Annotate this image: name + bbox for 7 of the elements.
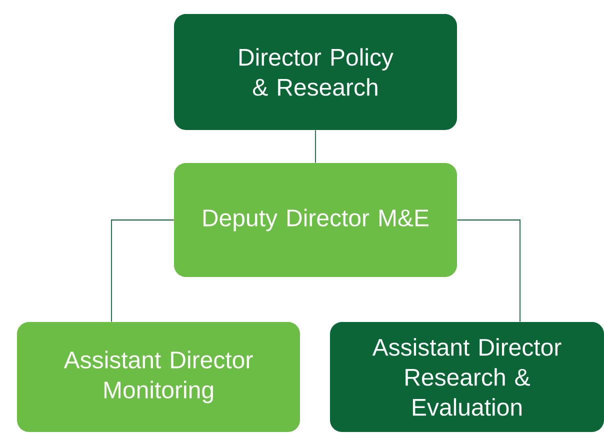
- org-box: Director Policy & Research: [174, 14, 457, 130]
- connector-line: [315, 130, 316, 164]
- connector-line: [111, 220, 174, 322]
- org-box: Assistant Director Research & Evaluation: [330, 322, 604, 432]
- connector-line: [456, 220, 520, 322]
- org-box: Deputy Director M&E: [174, 163, 457, 277]
- org-box: Assistant Director Monitoring: [17, 322, 300, 432]
